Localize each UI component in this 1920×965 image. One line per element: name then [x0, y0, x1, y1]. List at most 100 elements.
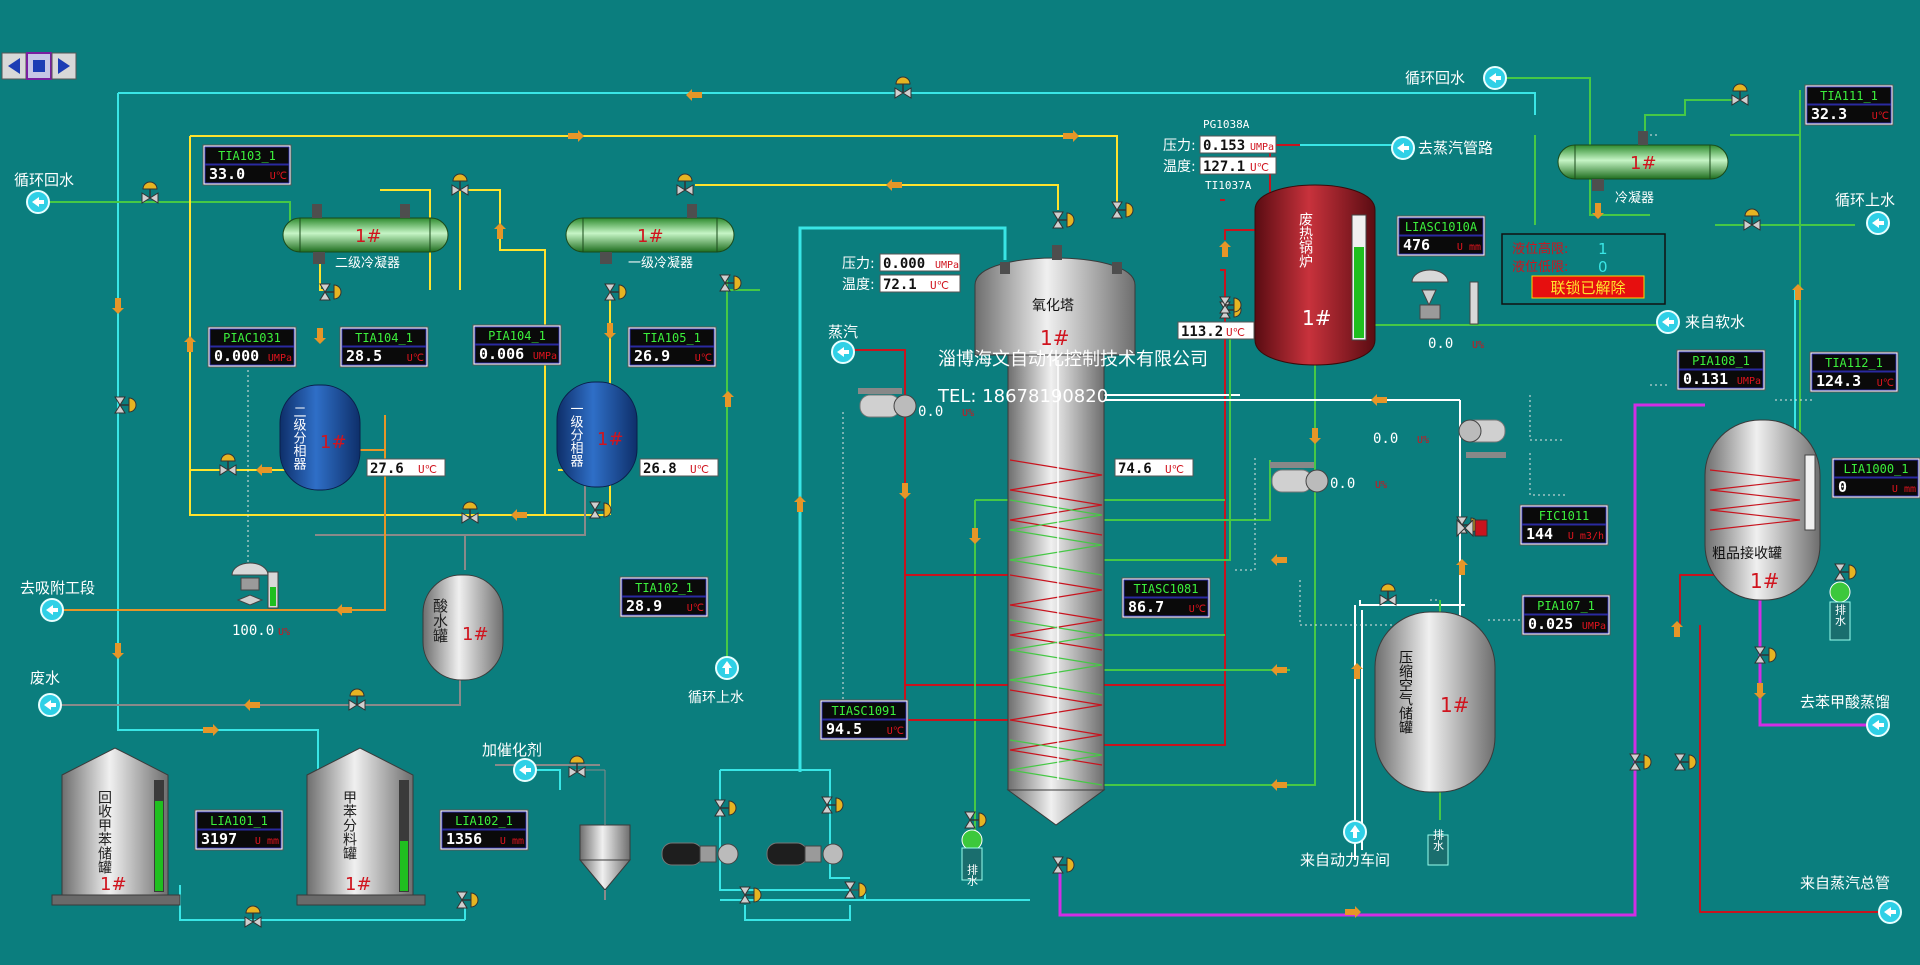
label-from-power: 来自动力车间: [1300, 851, 1390, 869]
port-steam-line: [1391, 136, 1415, 160]
nav-prev-button[interactable]: [1, 52, 27, 80]
nav-next-button[interactable]: [51, 52, 77, 80]
valve-air2-unit: U%: [1417, 435, 1429, 446]
label-cw-return-left: 循环回水: [14, 171, 74, 189]
port-from-power: [1343, 820, 1367, 844]
steam-valve-actuator[interactable]: [858, 388, 917, 418]
crude-tank-tag: 1#: [1750, 569, 1779, 593]
instrument-value: 0.006: [479, 345, 524, 363]
primary-separator-tag: 1#: [597, 429, 624, 450]
air-valve-actuator-1[interactable]: [1270, 462, 1329, 493]
sep2-temp-unit: U℃: [418, 463, 437, 476]
instrument-value: 26.9: [634, 347, 670, 365]
boiler-pressure-label: 压力:: [1163, 138, 1196, 154]
adsorb-control-valve[interactable]: [231, 562, 279, 609]
instrument-tag: PIA104_1: [488, 329, 546, 343]
acid-tank-tag: 1#: [462, 624, 489, 645]
valve-adsorb-value: 100.0: [232, 623, 274, 639]
tower-pressure-unit: UMPa: [935, 260, 959, 271]
air-tank: 压缩空气储罐 1#: [1374, 611, 1496, 793]
instrument-pia104[interactable]: PIA104_1 0.006 UMPa: [472, 324, 562, 366]
valve-steam-value: 0.0: [918, 404, 943, 420]
instrument-value: 28.5: [346, 347, 382, 365]
instrument-value: 0: [1838, 478, 1847, 496]
instrument-value: 1356: [446, 830, 482, 848]
instrument-tag: TIA102_1: [635, 581, 693, 595]
instrument-tag: PIA108_1: [1692, 354, 1750, 368]
port-cw-return-top: [1483, 66, 1507, 90]
instrument-unit: U℃: [1872, 111, 1889, 122]
tower-mid-temp-value: 74.6: [1118, 461, 1152, 477]
drain-tower: 排水: [961, 829, 983, 886]
boiler-tag: 1#: [1302, 306, 1331, 330]
boiler-temp-label: 温度:: [1163, 159, 1196, 175]
secondary-condenser-label: 二级冷凝器: [335, 255, 400, 271]
secondary-separator-label: 二级分相器: [291, 405, 307, 471]
recycled-toluene-level: [155, 801, 163, 891]
port-to-adsorb: [40, 598, 64, 622]
acid-tank-label: 酸水罐: [431, 598, 449, 643]
label-steam-main: 来自蒸汽总管: [1800, 874, 1890, 892]
instrument-tag: PIA107_1: [1537, 599, 1595, 613]
boiler-temp-unit: U℃: [1250, 161, 1269, 174]
tower-mid-temp-unit: U℃: [1165, 463, 1184, 476]
instrument-value: 3197: [201, 830, 237, 848]
air-valve-actuator-2[interactable]: [1458, 419, 1506, 458]
drain-tower-label: 排水: [966, 863, 979, 886]
feed-pump-2[interactable]: [766, 842, 844, 866]
primary-condenser: 1# 一级冷凝器: [565, 204, 735, 271]
primary-condenser-label: 一级冷凝器: [628, 255, 693, 271]
company-tel: TEL: 18678190820: [937, 386, 1108, 407]
instrument-unit: UMPa: [533, 351, 557, 362]
instrument-tag: TIASC1081: [1133, 582, 1198, 596]
company-name: 淄博海文自动化控制技术有限公司: [938, 349, 1208, 370]
sep1-temp-unit: U℃: [690, 463, 709, 476]
secondary-condenser: 1# 二级冷凝器: [282, 204, 449, 271]
instrument-tag: FIC1011: [1539, 509, 1590, 523]
interlock-status-button[interactable]: 联锁已解除: [1531, 275, 1645, 299]
toluene-feed-label: 甲苯分料罐: [341, 790, 357, 860]
sep2-temp-value: 27.6: [370, 461, 404, 477]
instrument-value: 124.3: [1816, 372, 1861, 390]
port-cw-supply-right: [1866, 211, 1890, 235]
label-benzoic: 去苯甲酸蒸馏: [1800, 693, 1890, 711]
secondary-separator: 二级分相器 1#: [279, 384, 361, 491]
port-benzoic: [1866, 713, 1890, 737]
tower-temp-value: 72.1: [883, 277, 917, 293]
label-to-adsorb: 去吸附工段: [20, 579, 95, 597]
crude-tank-label: 粗品接收罐: [1712, 545, 1782, 562]
boiler-pressure-value: 0.153: [1203, 138, 1245, 154]
instrument-unit: U mm: [1457, 242, 1481, 253]
feed-pump-1[interactable]: [661, 842, 739, 866]
recycled-toluene-label: 回收甲苯储罐: [96, 790, 112, 874]
interlock-high-value: 1: [1598, 240, 1608, 258]
valve-air1-value: 0.0: [1330, 476, 1355, 492]
valve-softwater-value: 0.0: [1428, 336, 1453, 352]
oxidation-tower-tag: 1#: [1040, 326, 1069, 350]
instrument-unit: U℃: [1877, 378, 1894, 389]
label-cw-supply-mid: 循环上水: [688, 690, 744, 706]
nav-stop-button[interactable]: [26, 52, 52, 80]
fic1011-valve[interactable]: [1456, 518, 1488, 538]
instrument-value: 86.7: [1128, 598, 1164, 616]
primary-separator-label: 一级分相器: [568, 402, 584, 468]
label-catalyst: 加催化剂: [482, 741, 542, 759]
softwater-control-valve[interactable]: [1411, 269, 1479, 325]
boiler-pressure-tag: PG1038A: [1203, 118, 1250, 131]
